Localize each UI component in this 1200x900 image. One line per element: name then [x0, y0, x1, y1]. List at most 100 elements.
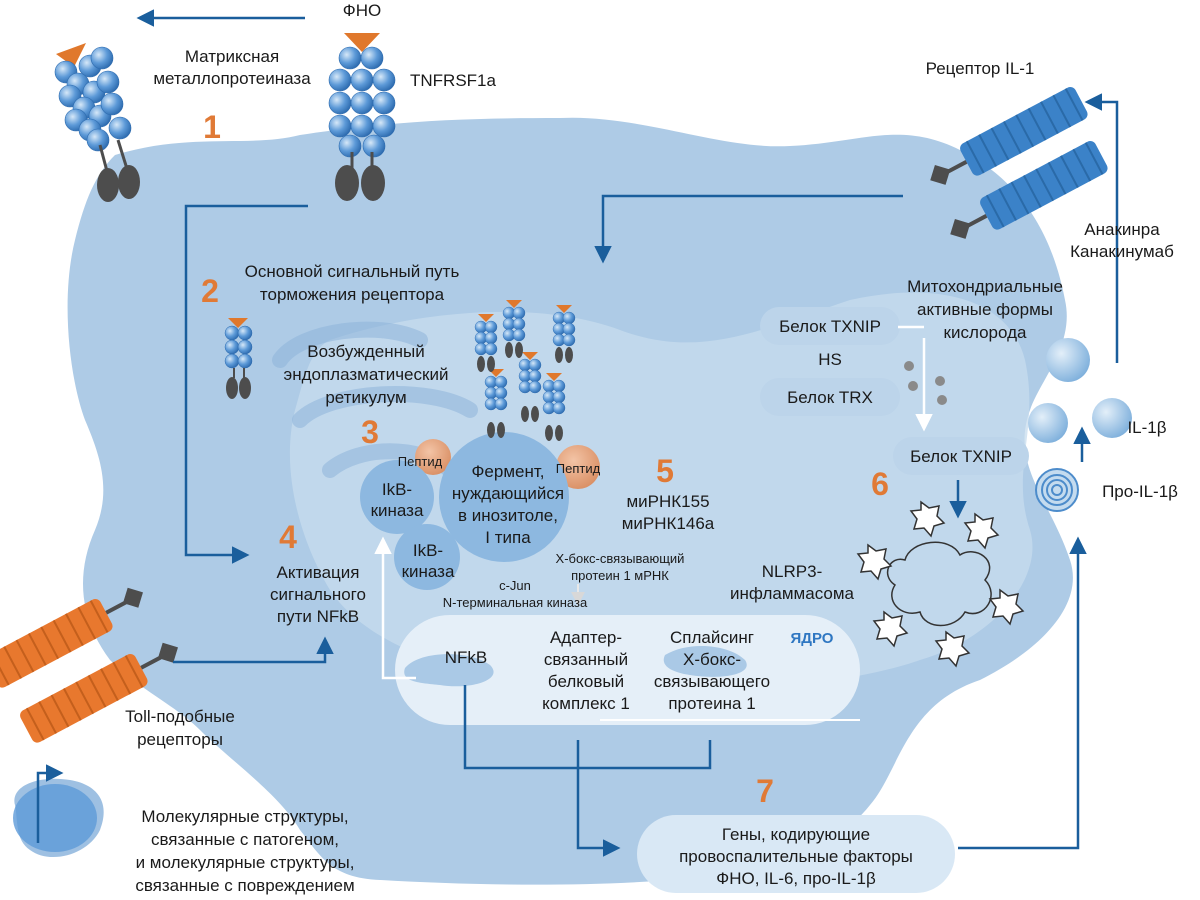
splicing-label-3: связывающего	[654, 672, 770, 691]
il1b-ball-mid	[1028, 403, 1068, 443]
nfkb-activation-label-2: сигнального	[270, 585, 366, 604]
step-2: 2	[201, 273, 219, 309]
nlrp3-label-1: NLRP3-	[762, 562, 822, 581]
arrow-to-genes	[576, 740, 621, 857]
nucleus	[395, 615, 860, 725]
il1b-ball-top	[1046, 338, 1090, 382]
trx-label: Белок TRX	[787, 388, 873, 407]
enzyme-label-3: в инозитоле,	[458, 506, 558, 525]
nfkb-label: NFkB	[445, 648, 488, 667]
splicing-label-4: протеина 1	[668, 694, 755, 713]
il1b-label: IL-1β	[1127, 418, 1166, 437]
pamp-label-2: связанные с патогеном,	[151, 830, 339, 849]
adapter-label-1: Адаптер-	[550, 628, 622, 647]
xbox-mrna-label-1: Х-бокс-связывающий	[556, 551, 685, 566]
splicing-label-1: Сплайсинг	[670, 628, 754, 647]
tlr-label-2: рецепторы	[137, 730, 223, 749]
nucleus-label: ЯДРО	[791, 630, 834, 647]
ros-dots	[904, 361, 947, 405]
nucleus-blob-left	[404, 654, 494, 687]
step-5: 5	[656, 453, 674, 489]
main-path-label-1: Основной сигнальный путь	[245, 262, 460, 281]
genes-label-3: ФНО, IL-6, про-IL-1β	[716, 869, 876, 888]
peptide-right-label: Пептид	[556, 461, 601, 476]
tnfrsf1a-label: TNFRSF1a	[410, 71, 497, 90]
fno-label: ФНО	[343, 1, 381, 20]
nlrp3-inflammasome	[856, 500, 1025, 668]
pro-il1b-label: Про-IL-1β	[1102, 482, 1178, 501]
pamp-label-3: и молекулярные структуры,	[136, 853, 355, 872]
peptide-right-circle	[556, 445, 600, 489]
txnip-bottom-label: Белок TXNIP	[910, 447, 1012, 466]
enzyme-label-4: I типа	[485, 528, 531, 547]
pamp-bracket	[36, 764, 64, 843]
il1b-ball-right	[1092, 398, 1132, 438]
anakinra-label: Анакинра	[1084, 220, 1160, 239]
hs-label: HS	[818, 350, 842, 369]
mito-label-1: Митохондриальные	[907, 277, 1063, 296]
canakinumab-label: Канакинумаб	[1070, 242, 1174, 261]
ikb-kinase-a-label-2: киназа	[371, 501, 424, 520]
er-label-3: ретикулум	[325, 388, 406, 407]
mirna-label-1: миРНК155	[626, 492, 709, 511]
genes-pill	[637, 815, 955, 893]
nucleus-blob-right	[663, 645, 747, 677]
pamp-label-1: Молекулярные структуры,	[141, 807, 348, 826]
jnk-label-1: c-Jun	[499, 578, 531, 593]
enzyme-label-1: Фермент,	[472, 462, 545, 481]
pamp-label-4: связанные с повреждением	[135, 876, 354, 895]
mito-label-2: активные формы	[917, 300, 1053, 319]
ikb-kinase-b-circle	[394, 524, 460, 590]
adapter-label-4: комплекс 1	[542, 694, 630, 713]
step-4: 4	[279, 519, 297, 555]
er-receptor-cluster	[474, 300, 576, 441]
nfkb-activation-label-1: Активация	[277, 563, 360, 582]
er-label-1: Возбужденный	[307, 342, 425, 361]
tnfrsf1a-receptor	[328, 33, 396, 201]
txnip-top-pill	[760, 307, 900, 345]
enzyme-label-2: нуждающийся	[452, 484, 564, 503]
nlrp3-label-2: инфламмасома	[730, 584, 855, 603]
splicing-label-2: Х-бокс-	[683, 650, 741, 669]
step-3: 3	[361, 414, 379, 450]
step-6: 6	[871, 466, 889, 502]
mmp-receptor	[54, 43, 140, 202]
enzyme-circle	[439, 432, 569, 562]
arrow-tlr-to-nfkb	[173, 636, 334, 664]
tlr-label-1: Toll-подобные	[125, 707, 235, 726]
genes-label-2: провоспалительные факторы	[679, 847, 913, 866]
peptide-left-label: Пептид	[398, 454, 443, 469]
toll-receptor	[0, 587, 178, 743]
arrow-il1-to-cell	[594, 194, 903, 264]
arrow-nucleus-bracket	[463, 685, 712, 770]
mito-label-3: кислорода	[944, 323, 1027, 342]
arrow-nfkb-to-ikb	[374, 536, 416, 680]
txnip-bottom-pill	[893, 437, 1029, 475]
adapter-label-2: связанный	[544, 650, 628, 669]
txnip-top-label: Белок TXNIP	[779, 317, 881, 336]
genes-label-1: Гены, кодирующие	[722, 825, 870, 844]
xbox-mrna-label-2: протеин 1 мРНК	[571, 568, 669, 583]
ikb-kinase-a-circle	[360, 460, 434, 534]
arrow-anakinra-to-il1	[1084, 93, 1119, 363]
ikb-kinase-a-label-1: IkB-	[382, 480, 412, 499]
step-7: 7	[756, 773, 774, 809]
arrow-genes-to-proil1b	[958, 536, 1087, 850]
mmp-label-2: металлопротеиназа	[153, 69, 311, 88]
er-label-2: эндоплазматический	[284, 365, 449, 384]
il1-receptor-label: Рецептор IL-1	[926, 59, 1035, 78]
trx-pill	[760, 378, 900, 416]
step-1: 1	[203, 109, 221, 145]
nfkb-activation-label-3: пути NFkB	[277, 607, 359, 626]
adapter-label-3: белковый	[548, 672, 624, 691]
il1-receptor	[930, 86, 1108, 239]
ikb-kinase-b-label-1: IkB-	[413, 541, 443, 560]
pro-il1b-spiral	[1035, 468, 1079, 512]
arrows	[136, 9, 1119, 857]
ikb-kinase-b-label-2: киназа	[402, 562, 455, 581]
jnk-label-2: N-терминальная киназа	[443, 595, 588, 610]
main-path-label-2: торможения рецептора	[260, 285, 445, 304]
arrow-tnf-to-nfkb	[184, 204, 308, 564]
peptide-left-circle	[415, 439, 451, 475]
